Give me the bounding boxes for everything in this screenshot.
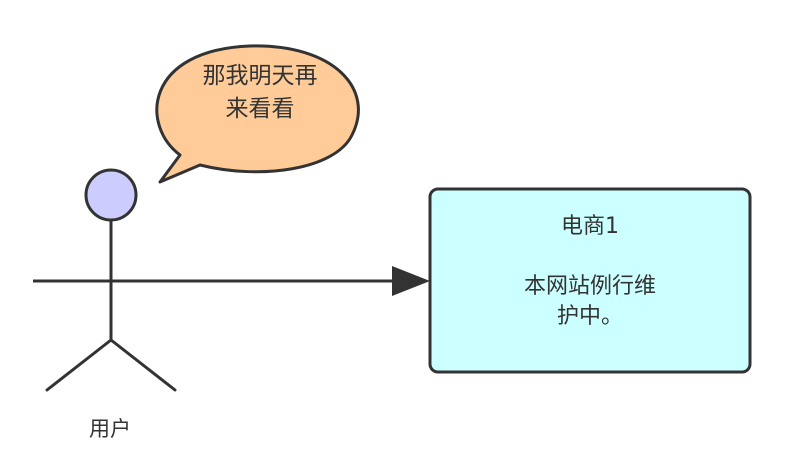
actor-label: 用户 bbox=[89, 417, 131, 441]
server-box-message: 本网站例行维 护中。 bbox=[430, 272, 750, 332]
server-box bbox=[428, 187, 752, 374]
actor-head bbox=[84, 168, 138, 222]
speech-bubble-line: 那我明天再 bbox=[202, 63, 318, 89]
speech-bubble-line: 来看看 bbox=[225, 96, 295, 122]
speech-bubble-text: 那我明天再 来看看 bbox=[160, 60, 360, 126]
actor-leg-right bbox=[109, 338, 177, 392]
speech-bubble-shape bbox=[155, 44, 360, 184]
server-box-message-line: 护中。 bbox=[556, 304, 623, 329]
actor-leg-left bbox=[45, 338, 113, 392]
server-box-title: 电商1 bbox=[561, 214, 619, 239]
server-box-message-line: 本网站例行维 bbox=[523, 274, 656, 299]
speech-bubble bbox=[155, 44, 360, 184]
request-arrow bbox=[33, 266, 430, 296]
request-arrowhead bbox=[392, 266, 430, 296]
